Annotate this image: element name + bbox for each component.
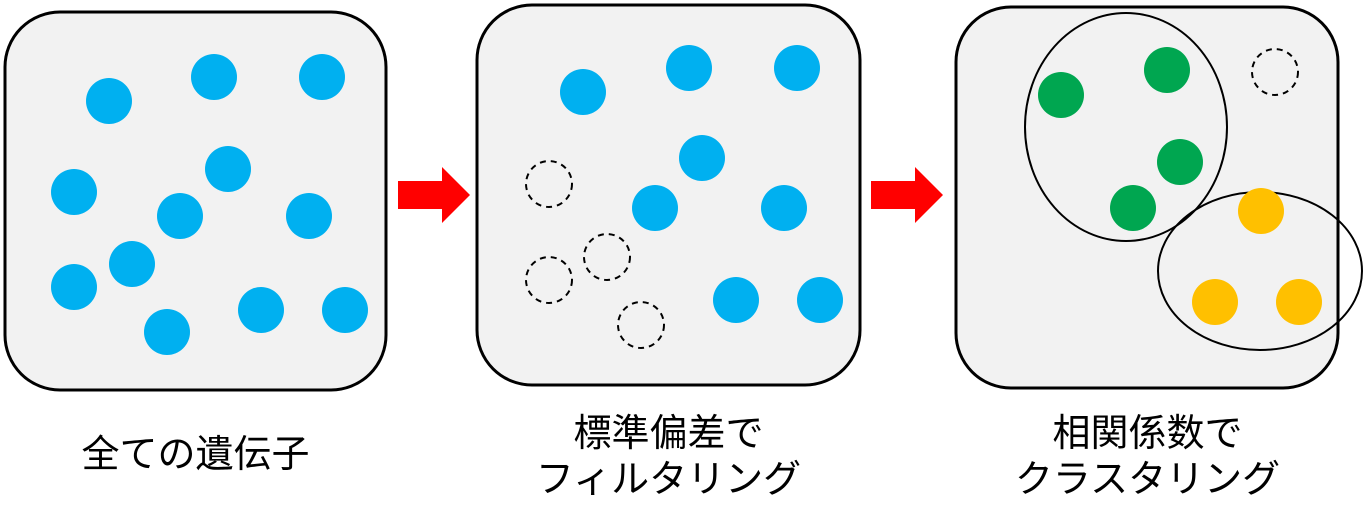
caption-all-genes: 全ての遺伝子 (5, 431, 386, 477)
panel-filtered (475, 3, 862, 387)
gene-dot (157, 193, 203, 239)
caption-line: 標準偏差で (573, 411, 764, 455)
gene-dot (761, 185, 807, 231)
gene-dot (191, 54, 237, 100)
cluster-gene-green (1038, 72, 1084, 118)
gene-dot (109, 241, 155, 287)
gene-dot (560, 69, 606, 115)
gene-dot (238, 287, 284, 333)
gene-dot (679, 135, 725, 181)
gene-dot (322, 287, 368, 333)
panel-all-genes (3, 10, 388, 392)
gene-dot (286, 193, 332, 239)
gene-dot (713, 277, 759, 323)
filtered-out-gene (617, 301, 665, 349)
panel-clustered (954, 5, 1363, 390)
cluster-gene-green (1157, 139, 1203, 185)
right-arrow-icon (398, 167, 470, 223)
caption-line: クラスタリング (1014, 457, 1281, 501)
caption-clustering: 相関係数で クラスタリング (946, 410, 1349, 502)
gene-dot (51, 264, 97, 310)
cluster-boundary-green (1024, 12, 1228, 242)
gene-dot (797, 277, 843, 323)
filtered-out-gene (525, 160, 573, 208)
gene-dot (86, 78, 132, 124)
cluster-gene-green (1144, 47, 1190, 93)
gene-dot (51, 169, 97, 215)
gene-dot (205, 146, 251, 192)
unclustered-gene (1251, 48, 1299, 96)
cluster-gene-yellow (1238, 188, 1284, 234)
caption-filtering: 標準偏差で フィルタリング (467, 410, 870, 502)
right-arrow-icon (871, 167, 943, 223)
cluster-gene-yellow (1276, 279, 1322, 325)
gene-dot (299, 54, 345, 100)
caption-line: 全ての遺伝子 (81, 432, 310, 476)
gene-dot (632, 185, 678, 231)
gene-dot (774, 45, 820, 91)
caption-line: 相関係数で (1052, 411, 1243, 455)
gene-dot (144, 309, 190, 355)
cluster-gene-green (1110, 185, 1156, 231)
filtered-out-gene (583, 233, 631, 281)
cluster-gene-yellow (1192, 279, 1238, 325)
caption-line: フィルタリング (535, 457, 802, 501)
gene-dot (666, 45, 712, 91)
filtered-out-gene (525, 256, 573, 304)
